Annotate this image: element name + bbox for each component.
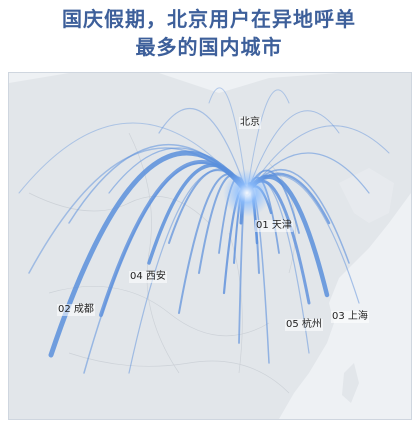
flow-arc [246,89,290,194]
city-label-tianjin: 01 天津 [255,220,293,232]
land-shapes [9,73,411,419]
flow-arc [68,144,248,224]
flow-arc [208,87,248,194]
rank-number: 03 [332,311,345,322]
origin-city-label: 北京 [239,117,261,129]
taiwan-shape [342,363,359,403]
rank-number: 04 [130,271,143,282]
flow-map: 北京 01 天津 02 成都 03 上海 04 西安 05 杭州 [8,72,412,420]
peninsula-shape [339,168,394,223]
city-name: 成都 [73,304,94,315]
map-canvas [9,73,411,419]
rank-number: 02 [58,304,71,315]
flow-arc [158,107,248,194]
city-name: 西安 [145,271,166,282]
origin-glow [223,169,271,217]
rank-number: 05 [286,319,299,330]
flow-arc [246,110,340,194]
city-name: 上海 [347,311,368,322]
rank-number: 01 [256,220,269,231]
island-shape [189,399,214,417]
flow-arc [246,125,390,194]
flow-arcs [18,87,390,374]
mainland-shape [9,73,411,419]
city-label-hangzhou: 05 杭州 [285,319,323,331]
city-name: 杭州 [301,319,322,330]
city-label-chengdu: 02 成都 [57,304,95,316]
flow-arc [18,122,248,194]
city-label-xian: 04 西安 [129,271,167,283]
headline-line-2: 最多的国内城市 [135,35,283,59]
city-label-shanghai: 03 上海 [331,311,369,323]
headline-line-1: 国庆假期，北京用户在异地呼单 [62,7,356,31]
flow-arc [83,162,248,374]
city-name: 天津 [271,220,292,231]
